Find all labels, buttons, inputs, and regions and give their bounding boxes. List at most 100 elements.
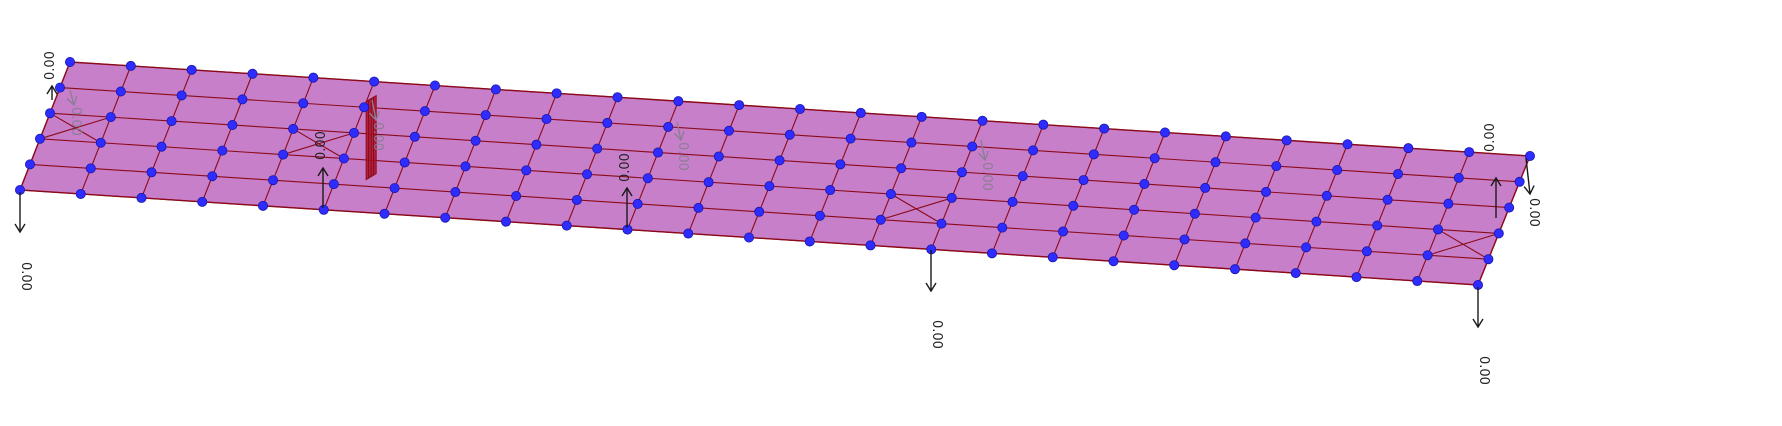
mesh-node	[804, 236, 815, 247]
mesh-node	[480, 110, 491, 121]
mesh-node	[582, 169, 593, 180]
brace-line	[1427, 232, 1499, 256]
mesh-node	[1332, 165, 1343, 176]
mesh-node	[1351, 272, 1362, 283]
mesh-node	[734, 100, 745, 111]
mesh-node	[197, 196, 208, 207]
mesh-node	[916, 111, 927, 122]
mesh-node	[967, 141, 978, 152]
mesh-node	[429, 80, 440, 91]
mesh-node	[1321, 190, 1332, 201]
mesh-node	[1139, 178, 1150, 189]
mesh-node	[875, 214, 886, 225]
mesh-node	[814, 210, 825, 221]
arrow-head	[925, 282, 937, 293]
mesh-node	[1311, 216, 1322, 227]
mesh-node	[723, 125, 734, 136]
reaction-arrow	[1523, 157, 1535, 196]
mesh-node	[136, 192, 147, 203]
arrow-head	[14, 223, 26, 234]
arrow-shaft	[371, 99, 377, 121]
reaction-arrow	[66, 89, 78, 107]
mesh-node	[663, 121, 674, 132]
arrow-shaft	[980, 139, 986, 161]
reaction-arrow	[673, 121, 685, 142]
mesh-node	[298, 98, 309, 109]
mesh-nodes	[14, 57, 1536, 290]
mesh-node	[409, 131, 420, 142]
mesh-node	[957, 167, 968, 178]
mesh-node	[399, 157, 410, 168]
mesh-node	[95, 137, 106, 148]
mesh-node	[115, 86, 126, 97]
reaction-arrow	[925, 250, 937, 293]
mesh-node	[1179, 234, 1190, 245]
mesh-node	[105, 112, 116, 123]
reaction-value-label: 0.00	[675, 142, 690, 171]
reaction-value-label: 0.00	[43, 51, 58, 80]
mesh-node	[166, 116, 177, 127]
mesh-node	[389, 183, 400, 194]
mesh-node	[946, 192, 957, 203]
mesh-node	[338, 153, 349, 164]
arrow-head	[621, 186, 633, 197]
mesh-node	[744, 232, 755, 243]
mesh-node	[1483, 254, 1494, 265]
reaction-value-label: 0.00	[370, 122, 385, 151]
brace-line	[880, 197, 952, 221]
arrow-head	[1523, 185, 1535, 196]
mesh-node	[885, 188, 896, 199]
mesh-node	[1058, 226, 1069, 237]
mesh-node	[1108, 256, 1119, 267]
mesh-node	[1281, 135, 1292, 146]
mesh-node	[1525, 150, 1536, 161]
mesh-node	[1443, 198, 1454, 209]
mesh-node	[1433, 224, 1444, 235]
reaction-arrow	[1472, 287, 1484, 329]
arrow-head	[1472, 318, 1484, 329]
brace-line	[39, 116, 111, 140]
arrow-shaft	[69, 89, 75, 106]
mesh-node	[521, 165, 532, 176]
reaction-arrow	[1490, 176, 1502, 218]
mesh-node	[1250, 212, 1261, 223]
mesh-node	[1078, 175, 1089, 186]
reaction-arrow	[621, 186, 633, 228]
mesh-node	[257, 200, 268, 211]
mesh-node	[1301, 242, 1312, 253]
mesh-node	[1189, 208, 1200, 219]
mesh-node	[653, 147, 664, 158]
reaction-value-label: 0.00	[1476, 356, 1491, 385]
reaction-arrow	[317, 166, 329, 208]
mesh-node	[1412, 276, 1423, 287]
mesh-node	[1290, 268, 1301, 279]
mesh-node	[328, 179, 339, 190]
reaction-value-label: 0.00	[18, 262, 33, 291]
mesh-node	[906, 137, 917, 148]
arrow-head	[673, 130, 685, 142]
bracing-lines	[39, 112, 1499, 260]
reaction-value-label: 0.00	[68, 107, 83, 136]
mesh-node	[1220, 131, 1231, 142]
mesh-node	[1118, 230, 1129, 241]
mesh-node	[592, 143, 603, 154]
mesh-node	[1028, 145, 1039, 156]
mesh-node	[1088, 149, 1099, 160]
mesh-node	[359, 102, 370, 113]
mesh-node	[1240, 238, 1251, 249]
mesh-node	[865, 240, 876, 251]
mesh-node	[125, 60, 136, 71]
mesh-node	[1271, 161, 1282, 172]
mesh-node	[703, 177, 714, 188]
mesh-node	[602, 117, 613, 128]
mesh-node	[176, 90, 187, 101]
mesh-node	[612, 92, 623, 103]
mesh-node	[1361, 246, 1372, 257]
mesh-node	[207, 171, 218, 182]
mesh-node	[75, 188, 86, 199]
mesh-node	[541, 114, 552, 125]
mesh-node	[673, 96, 684, 107]
mesh-node	[561, 220, 572, 231]
